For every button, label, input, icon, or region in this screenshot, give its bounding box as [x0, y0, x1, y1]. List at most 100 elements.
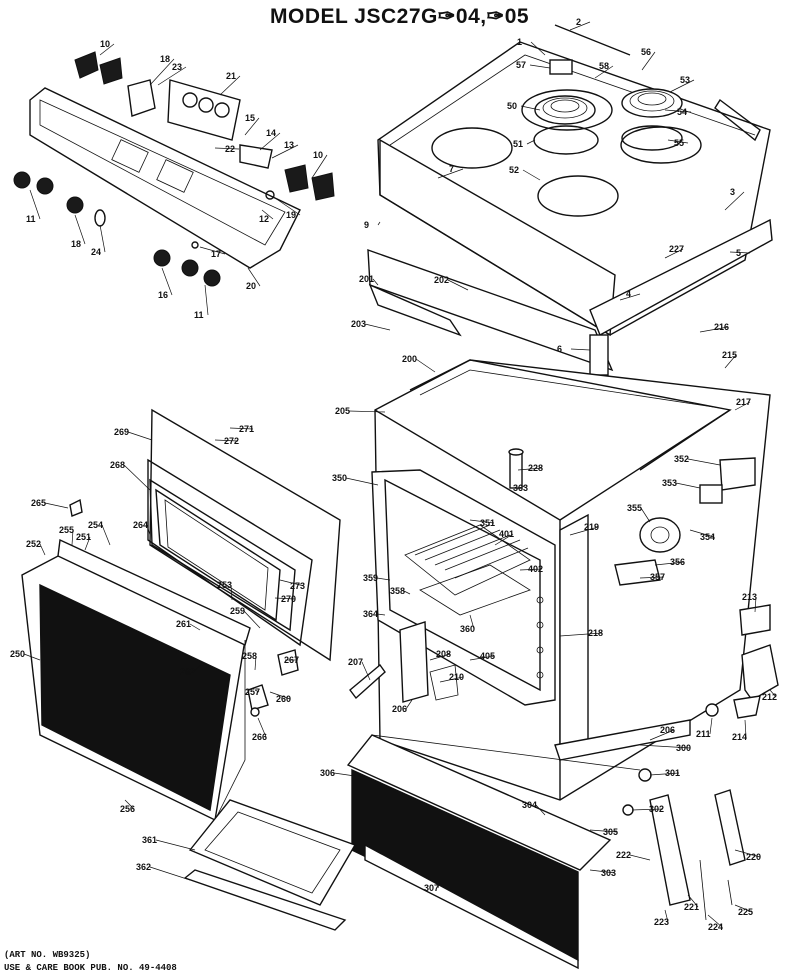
callout-leader-354	[689, 529, 715, 538]
callout-57: 57	[516, 60, 526, 70]
callout-leader-206	[649, 729, 675, 741]
callout-260: 260	[276, 694, 291, 704]
callout-leader-219	[569, 526, 599, 536]
callout-leader-56	[641, 51, 656, 71]
callout-360: 360	[460, 624, 475, 634]
callout-6: 6	[557, 344, 562, 354]
callout-leader-258	[254, 655, 257, 671]
callout-256: 256	[120, 804, 135, 814]
callout-228: 228	[528, 463, 543, 473]
callout-50: 50	[507, 101, 517, 111]
callout-17: 17	[211, 249, 221, 259]
callout-leader-256	[124, 799, 135, 810]
callout-leader-11	[204, 284, 209, 316]
callout-216: 216	[714, 322, 729, 332]
callout-255: 255	[59, 525, 74, 535]
callout-220: 220	[746, 852, 761, 862]
callout-leader-255	[71, 529, 74, 546]
callout-leader-351	[469, 519, 495, 524]
callout-300: 300	[676, 743, 691, 753]
callout-leader-260	[269, 691, 291, 700]
callout-leader-211	[709, 717, 713, 735]
callout-leader-273	[279, 579, 305, 587]
callout-leader-7	[437, 168, 464, 179]
callout-leader-269	[127, 431, 153, 441]
storage-drawer-assembly	[183, 734, 746, 970]
callout-253: 253	[217, 580, 232, 590]
callout-leader-207	[361, 661, 371, 681]
callout-leader-268	[123, 464, 151, 491]
callout-leader-206	[405, 699, 413, 710]
callout-leader-360	[469, 614, 475, 630]
callout-leader-252	[39, 543, 46, 556]
callout-208: 208	[436, 649, 451, 659]
callout-54: 54	[677, 107, 687, 117]
callout-11: 11	[26, 214, 36, 224]
callout-9: 9	[364, 220, 369, 230]
callout-leader-301	[649, 772, 680, 776]
callout-358: 358	[390, 586, 405, 596]
callout-leader-20	[247, 267, 261, 287]
callout-268: 268	[110, 460, 125, 470]
callout-leader-363	[519, 484, 528, 489]
callout-7: 7	[449, 164, 454, 174]
callout-leader-205	[348, 410, 386, 413]
callout-222: 222	[616, 850, 631, 860]
callout-16: 16	[158, 290, 168, 300]
callout-52: 52	[509, 165, 519, 175]
callout-leader-401	[494, 533, 514, 546]
callout-301: 301	[665, 768, 680, 778]
callout-55: 55	[674, 138, 684, 148]
callout-leader-22	[214, 147, 240, 150]
callout-leader-352	[687, 458, 721, 466]
callout-leader-10	[99, 43, 115, 56]
callout-58: 58	[599, 61, 609, 71]
callout-214: 214	[732, 732, 747, 742]
callout-18: 18	[71, 239, 81, 249]
callout-leader-362	[149, 866, 191, 881]
callout-363: 363	[513, 483, 528, 493]
callout-12: 12	[259, 214, 269, 224]
callout-leader-52	[522, 169, 541, 181]
callout-210: 210	[449, 672, 464, 682]
callout-leader-306	[333, 772, 356, 777]
oven-door-assembly	[21, 408, 341, 822]
callout-leader-6	[570, 348, 591, 351]
callout-leader-304	[535, 804, 546, 816]
callout-leader-200	[415, 358, 436, 373]
callout-leader-254	[101, 524, 111, 546]
callout-304: 304	[522, 800, 537, 810]
callout-leader-261	[189, 623, 201, 631]
callout-leader-225	[734, 904, 753, 913]
callout-53: 53	[680, 75, 690, 85]
callout-56: 56	[641, 47, 651, 57]
callout-leader-265	[44, 502, 69, 509]
callout-leader-266	[257, 717, 267, 738]
callout-252: 252	[26, 539, 41, 549]
callout-leader-53	[669, 79, 695, 93]
callout-401: 401	[499, 529, 514, 539]
callout-18: 18	[160, 54, 170, 64]
control-panel-assembly	[13, 51, 335, 287]
callout-271: 271	[239, 424, 254, 434]
callout-leader-12	[261, 209, 274, 220]
callout-351: 351	[480, 518, 495, 528]
callout-211: 211	[696, 729, 711, 739]
callout-270: 270	[281, 594, 296, 604]
callout-leader-212	[769, 689, 777, 698]
callout-leader-223	[664, 909, 669, 923]
cooktop-assembly	[367, 24, 773, 376]
callout-303: 303	[601, 868, 616, 878]
callout-306: 306	[320, 768, 335, 778]
callout-362: 362	[136, 862, 151, 872]
callout-224: 224	[708, 922, 723, 932]
callout-leader-221	[687, 894, 699, 908]
callout-leader-357	[639, 576, 665, 579]
callout-leader-55	[667, 139, 689, 144]
callout-266: 266	[252, 732, 267, 742]
callout-15: 15	[245, 113, 255, 123]
callout-leader-58	[594, 65, 614, 79]
callout-14: 14	[266, 128, 276, 138]
callout-leader-51	[526, 139, 536, 145]
callout-leader-361	[155, 839, 196, 851]
